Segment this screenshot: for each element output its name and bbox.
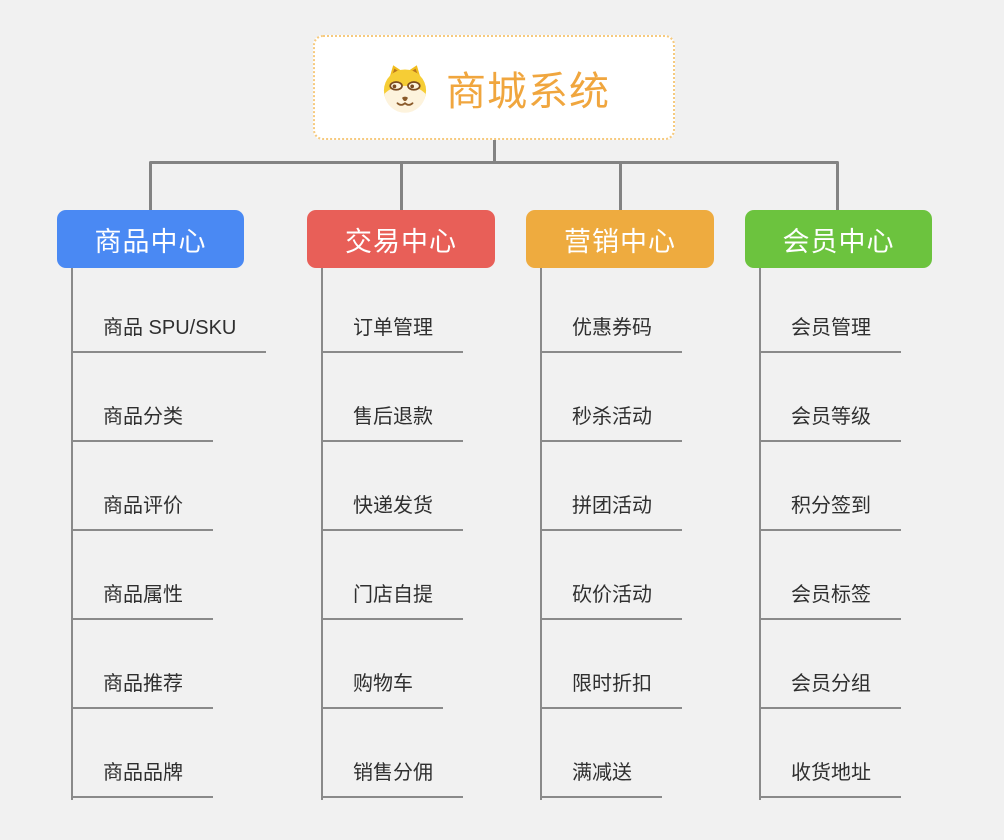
child-node[interactable]: 商品评价: [71, 493, 213, 531]
child-node[interactable]: 销售分佣: [321, 760, 463, 798]
child-node[interactable]: 商品 SPU/SKU: [71, 315, 267, 353]
branch-drop-line: [149, 163, 152, 210]
branch-drop-line: [400, 163, 403, 210]
child-node[interactable]: 收货地址: [759, 760, 901, 798]
dog-face-icon: [378, 61, 432, 115]
child-connector-line: [71, 268, 73, 800]
child-connector-line: [759, 268, 761, 800]
branch-node-product-center[interactable]: 商品中心: [57, 210, 244, 268]
root-node-title: 商城系统: [446, 69, 610, 114]
child-node[interactable]: 满减送: [540, 760, 662, 798]
child-node[interactable]: 商品分类: [71, 404, 213, 442]
child-node[interactable]: 会员等级: [759, 404, 901, 442]
child-connector-line: [321, 268, 323, 800]
child-node[interactable]: 快递发货: [321, 493, 463, 531]
child-node[interactable]: 会员分组: [759, 671, 901, 709]
child-node[interactable]: 购物车: [321, 671, 443, 709]
root-stem-line: [493, 140, 496, 164]
child-node[interactable]: 商品品牌: [71, 760, 213, 798]
child-node[interactable]: 限时折扣: [540, 671, 682, 709]
child-node[interactable]: 商品属性: [71, 582, 213, 620]
child-node[interactable]: 售后退款: [321, 404, 463, 442]
child-node[interactable]: 商品推荐: [71, 671, 213, 709]
child-node[interactable]: 门店自提: [321, 582, 463, 620]
branch-node-trade-center[interactable]: 交易中心: [307, 210, 495, 268]
branch-node-member-center[interactable]: 会员中心: [745, 210, 932, 268]
child-connector-line: [540, 268, 542, 800]
child-node[interactable]: 会员管理: [759, 315, 901, 353]
child-node[interactable]: 订单管理: [321, 315, 463, 353]
branch-drop-line: [619, 163, 622, 210]
child-node[interactable]: 秒杀活动: [540, 404, 682, 442]
branch-drop-line: [836, 163, 839, 210]
child-node[interactable]: 拼团活动: [540, 493, 682, 531]
child-node[interactable]: 优惠券码: [540, 315, 682, 353]
branch-bus-line: [149, 161, 839, 164]
child-node[interactable]: 砍价活动: [540, 582, 682, 620]
child-node[interactable]: 积分签到: [759, 493, 901, 531]
root-node[interactable]: 商城系统: [313, 35, 675, 140]
branch-node-marketing-center[interactable]: 营销中心: [526, 210, 714, 268]
child-node[interactable]: 会员标签: [759, 582, 901, 620]
